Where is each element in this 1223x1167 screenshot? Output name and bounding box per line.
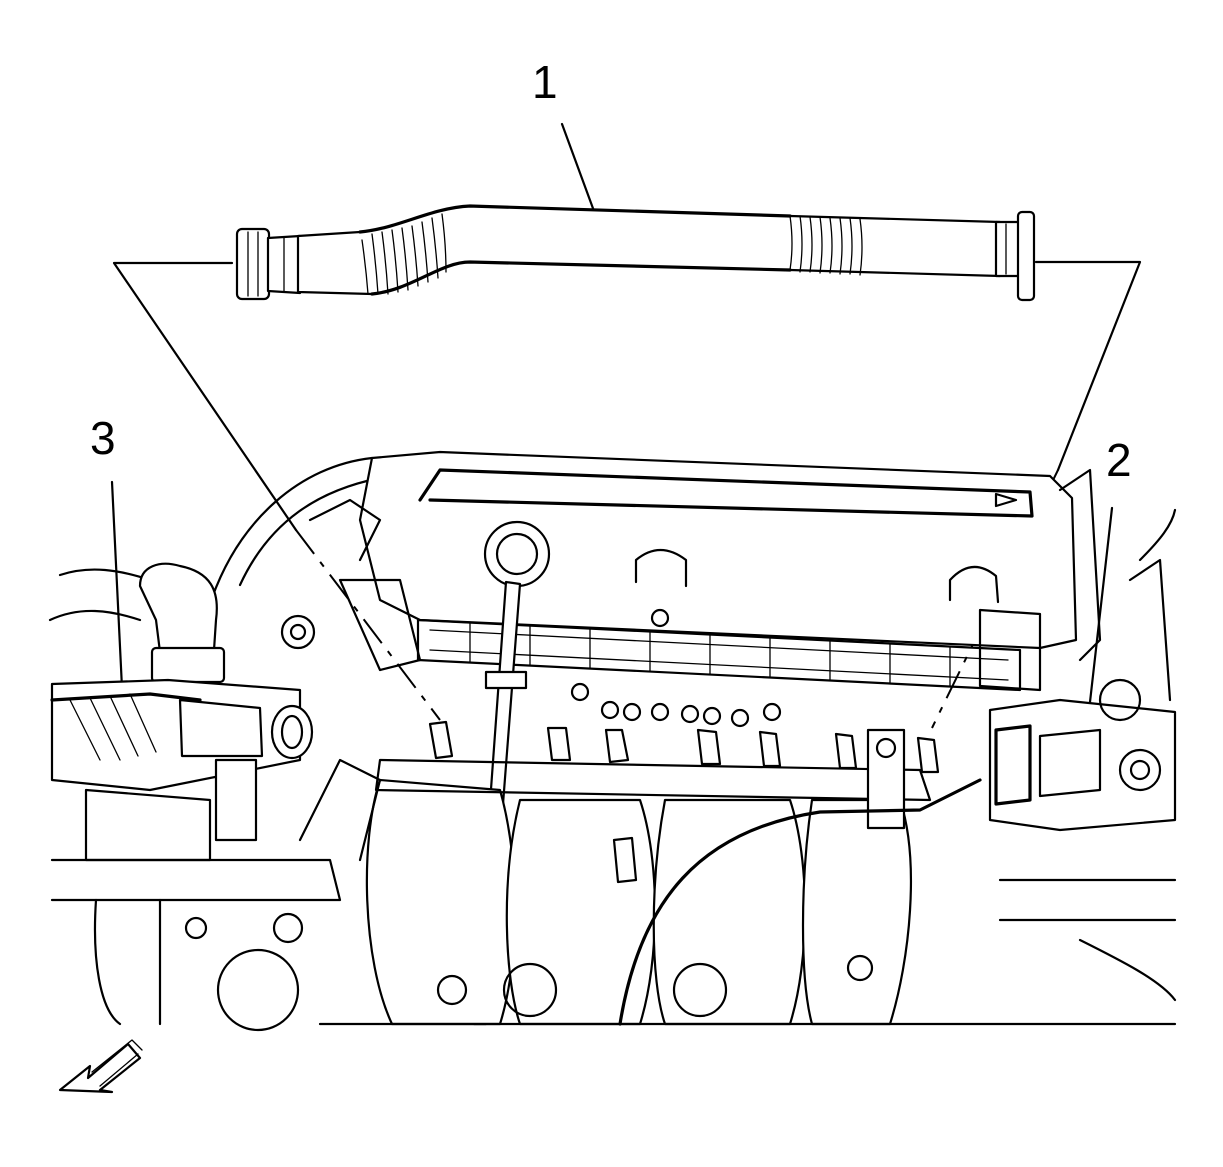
intake-elbow [138, 562, 218, 654]
projection-lines [112, 260, 1142, 729]
hose-part-1 [235, 204, 1036, 302]
sensor-wire [618, 778, 982, 1026]
callout-3-label: 3 [90, 412, 116, 464]
cam-cover [358, 450, 1078, 650]
front-direction-arrow-icon [58, 1039, 143, 1094]
callout-1-label: 1 [532, 56, 558, 108]
intake-rail [416, 618, 1022, 692]
projection-line-left-dashed [295, 529, 441, 721]
lower-left-structure [50, 498, 422, 1032]
engine-assembly [48, 450, 1177, 1032]
hose-tube [296, 204, 1002, 296]
callout-2-label: 2 [1106, 434, 1132, 486]
direction-marker-icon [994, 492, 1018, 508]
port-teeth [428, 720, 940, 774]
throttle-body-part-3 [50, 562, 314, 862]
hose-left-end-fitting [235, 227, 271, 301]
projection-line-right-solid [1034, 260, 1142, 472]
hose-right-end-fitting [1016, 210, 1036, 302]
intake-manifold [365, 758, 932, 1026]
rail-bolts [570, 608, 782, 728]
hose-right-corrugation [789, 215, 863, 276]
leader-line-3 [110, 480, 124, 690]
leader-lines [110, 122, 1114, 704]
projection-line-left-solid [112, 261, 298, 532]
hose-left-corrugation [361, 213, 447, 295]
projection-line-right-dashed [931, 469, 1059, 729]
sensor-body [866, 728, 906, 830]
leader-line-2 [1088, 506, 1114, 704]
sensor-bracket-part-2 [612, 468, 1177, 1026]
leader-line-1 [560, 122, 600, 224]
